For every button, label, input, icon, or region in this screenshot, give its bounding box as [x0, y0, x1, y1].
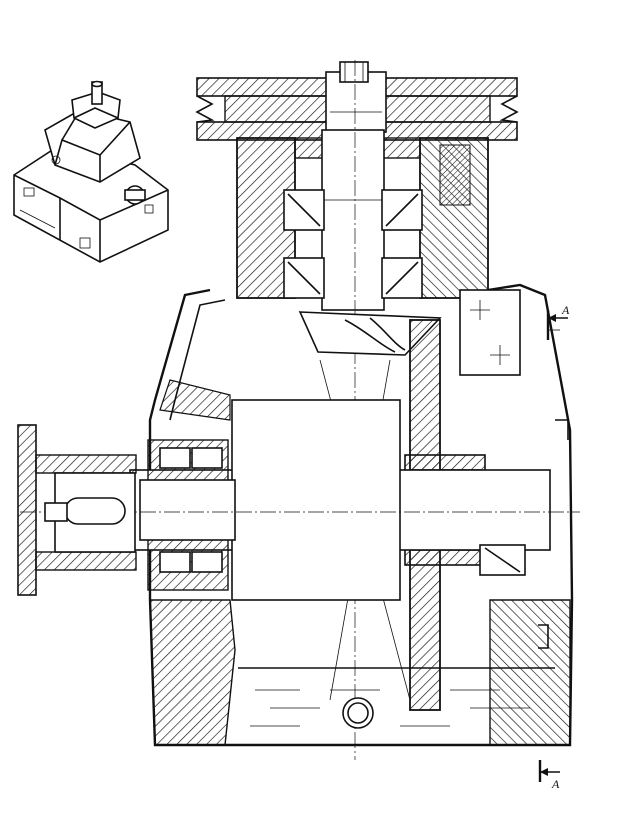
- section-mark-lower: A: [538, 760, 560, 791]
- section-mark-upper: A: [546, 303, 570, 340]
- oil-sump: [238, 667, 555, 729]
- isometric-gearbox-view: [13, 80, 169, 263]
- input-flange: [17, 424, 137, 596]
- section-label-upper: A: [561, 303, 570, 317]
- right-side-detail: [538, 329, 569, 649]
- upper-housing: [236, 60, 489, 760]
- section-label-lower: A: [551, 777, 560, 791]
- pulley-wheel: [195, 61, 519, 141]
- main-housing: [148, 283, 574, 747]
- horizontal-shaft: [20, 399, 580, 601]
